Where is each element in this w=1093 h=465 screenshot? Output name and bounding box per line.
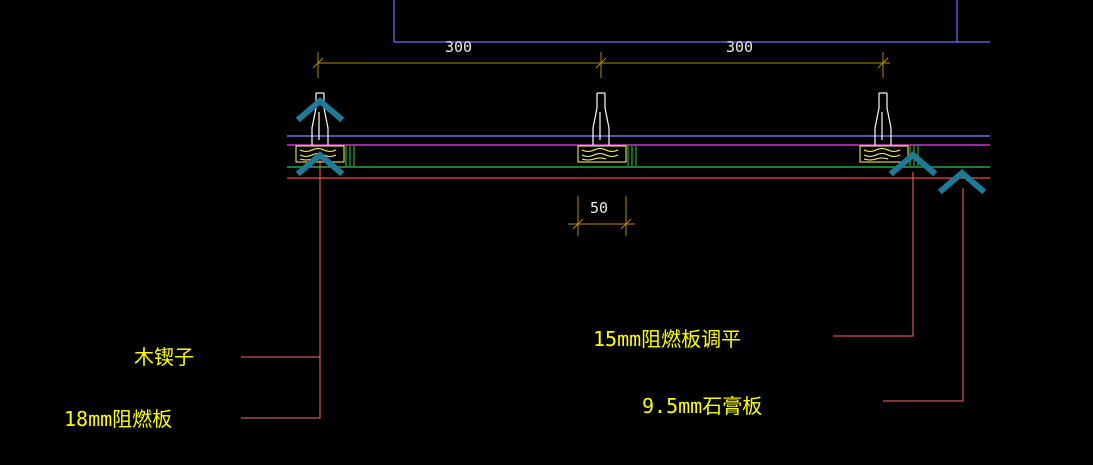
dimension-span-left: 300 <box>445 38 472 56</box>
leader-board-15 <box>833 172 914 337</box>
chevron-marker-board-15 <box>888 151 938 177</box>
leader-gypsum <box>883 188 964 402</box>
chevron-marker-wedge <box>295 97 345 123</box>
label-wood-wedge: 木锲子 <box>134 345 194 369</box>
label-fire-board-15-leveling: 15mm阻燃板调平 <box>593 327 741 351</box>
top-dimension <box>312 52 890 78</box>
label-fire-board-18: 18mm阻燃板 <box>64 407 172 431</box>
chevron-marker-gypsum <box>937 169 987 195</box>
leader-board-18 <box>241 280 321 419</box>
label-gypsum-board: 9.5mm石膏板 <box>642 394 762 418</box>
chevron-marker-board-18 <box>295 151 345 177</box>
joist-middle <box>592 92 610 145</box>
leader-lines <box>241 160 964 419</box>
wood-wedge-block-middle <box>577 145 637 166</box>
chevron-markers <box>295 97 987 195</box>
bottom-dimension <box>568 196 635 236</box>
leader-wood-wedge <box>241 160 321 358</box>
dimension-span-right: 300 <box>726 38 753 56</box>
dimension-wedge-width: 50 <box>590 199 608 217</box>
upper-outline <box>393 0 990 43</box>
joist-right <box>874 92 892 145</box>
